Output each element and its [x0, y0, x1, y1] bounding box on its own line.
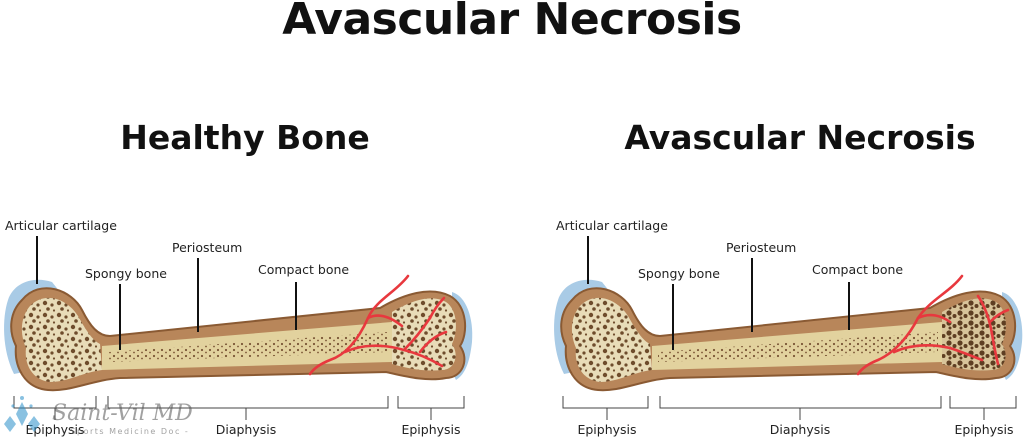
avascular-necrosis-title: Avascular Necrosis [624, 118, 976, 157]
label-articular-cartilage: Articular cartilage [556, 218, 668, 233]
leader-lines [36, 236, 850, 350]
watermark-name: Saint-Vil MD [52, 401, 193, 426]
watermark: Saint-Vil MD - Sports Medicine Doc - [4, 396, 193, 436]
label-diaphysis: Diaphysis [216, 422, 277, 437]
label-periosteum: Periosteum [172, 240, 242, 255]
blood-vessel [856, 274, 1010, 376]
necrotic-bone [554, 274, 1023, 392]
label-epiphysis-distal: Epiphysis [954, 422, 1013, 437]
watermark-tagline: - Sports Medicine Doc - [62, 427, 189, 436]
spongy-bone-right [392, 298, 456, 371]
label-epiphysis-proximal: Epiphysis [577, 422, 636, 437]
label-compact-bone: Compact bone [812, 262, 903, 277]
blood-vessel [308, 274, 448, 376]
label-diaphysis: Diaphysis [770, 422, 831, 437]
region-brackets [13, 396, 1017, 420]
label-epiphysis-distal: Epiphysis [401, 422, 460, 437]
label-compact-bone: Compact bone [258, 262, 349, 277]
page-title: Avascular Necrosis [282, 0, 742, 45]
spongy-bone-left [21, 297, 102, 382]
label-articular-cartilage: Articular cartilage [5, 218, 117, 233]
label-epiphysis-proximal: Epiphysis [25, 422, 84, 437]
medullary-cavity [108, 332, 388, 362]
label-spongy-bone: Spongy bone [638, 266, 720, 281]
necrotic-spongy-bone-right [942, 298, 1006, 371]
spongy-bone-left [571, 297, 652, 382]
medullary-cavity [658, 332, 938, 362]
watermark-logo-icon [4, 396, 40, 432]
label-spongy-bone: Spongy bone [85, 266, 167, 281]
healthy-bone-title: Healthy Bone [120, 118, 370, 157]
healthy-bone [4, 274, 473, 392]
label-periosteum: Periosteum [726, 240, 796, 255]
